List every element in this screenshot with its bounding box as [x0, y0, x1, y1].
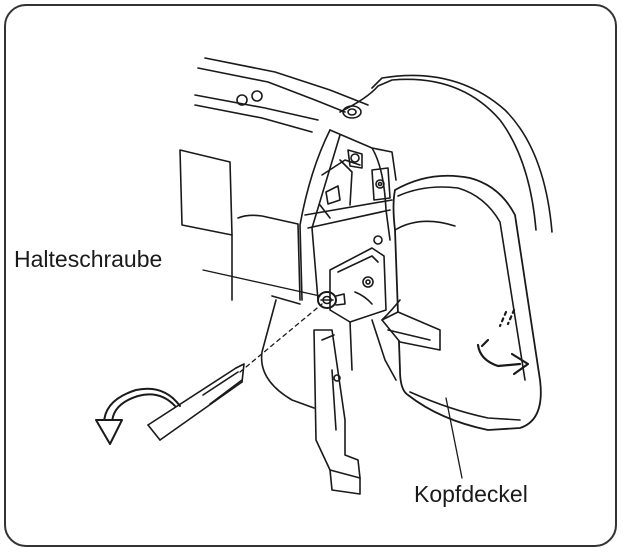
screw-leader-line [203, 270, 320, 296]
head-frame [300, 130, 396, 300]
head-cover [382, 176, 541, 430]
retaining-screw [318, 292, 345, 308]
presser-foot [314, 330, 360, 494]
label-retaining-screw: Halteschraube [14, 246, 163, 272]
counterclockwise-arrow-icon [96, 389, 180, 444]
machine-side-panel [180, 150, 314, 408]
screwdriver-axis [240, 304, 322, 372]
screwdriver-icon [148, 364, 244, 440]
cover-leader-line [446, 398, 462, 478]
machine-arm [195, 58, 552, 232]
label-head-cover: Kopfdeckel [414, 481, 528, 507]
needle-bar-plate [330, 236, 396, 380]
curved-arrow-icon [478, 310, 528, 374]
